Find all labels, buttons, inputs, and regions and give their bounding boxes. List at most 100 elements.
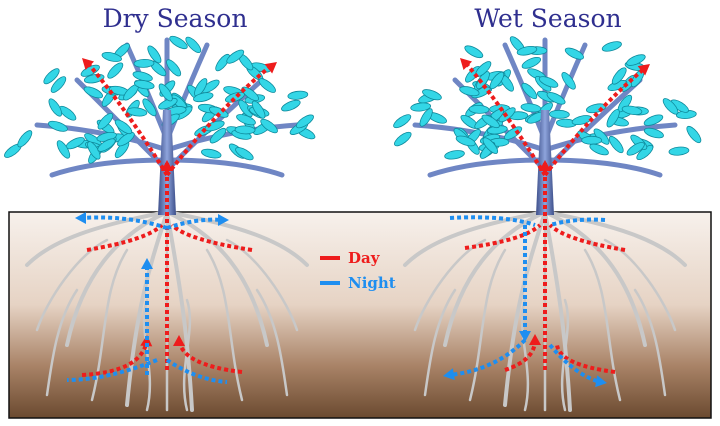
leaf [87,141,101,160]
root-line [182,298,192,412]
leaf [611,67,627,85]
leaf [117,132,135,147]
branch [164,157,285,178]
day-arrowhead [140,335,153,347]
night-arrowhead [443,368,455,381]
leaf [686,125,702,144]
leaf [169,35,188,50]
leaf [101,52,122,62]
leaf [606,109,620,128]
day-arrowhead [529,334,541,345]
leaf [97,113,114,130]
day-arrowhead [264,62,277,74]
night-arrowhead [595,375,607,388]
leaf [185,36,202,54]
leaf [393,114,412,129]
leaf [464,45,484,59]
leaf [50,76,67,93]
leaf [521,56,542,69]
leaf [158,83,173,102]
night-arrowhead [218,214,229,226]
leaf [589,143,609,156]
day-flow-right [543,66,647,177]
leaf [83,86,103,99]
root-line [65,210,169,347]
leaf [459,86,480,97]
root-line [543,210,572,412]
leaf [56,140,71,159]
root-line [633,288,667,397]
leaf [48,120,68,132]
day-flow-root-left [86,223,164,252]
root-line [543,210,687,267]
leaf [287,90,309,100]
leaf [107,62,124,79]
leaf [251,100,266,119]
leaf [422,89,442,101]
wet-season-tree [393,36,702,412]
night-flow-deep-right [548,343,601,384]
wet-season-title: Wet Season [474,4,621,33]
day-flow-right [165,63,274,177]
leaf [601,41,622,52]
legend: Day Night [320,249,396,292]
night-flow-left [81,215,168,230]
root-line [423,288,457,397]
day-flow-deep-right [555,344,616,374]
root-line [205,248,244,402]
day-flow-left [85,60,169,177]
dry-season-tree [4,35,316,412]
night-flow-deep-left [66,358,158,382]
night-flow-right [166,217,223,230]
leaf [158,97,178,110]
root-line [165,210,269,347]
branch [542,122,678,153]
leaf [215,53,230,72]
leaf [201,148,222,159]
night-flow-deep-right [165,358,228,384]
leaf [142,98,157,117]
leaf [43,68,60,85]
leaf [621,105,643,116]
night-arrowhead [141,258,153,269]
leaf [295,114,314,129]
leaf [520,103,542,113]
day-arrowhead [637,64,650,76]
leaf [476,71,490,90]
night-flow-deep-left [449,338,527,377]
leaf [48,98,63,117]
root-line [90,248,129,402]
leaf [234,125,256,135]
leaf [643,114,664,126]
root-line [403,210,547,267]
leaf [193,92,214,103]
leaf [226,49,245,64]
root-line [560,298,570,412]
root-line [45,288,79,397]
leaf [668,146,690,156]
day-flow-root-right [170,223,253,252]
leaf [482,137,499,154]
leaf [564,47,584,60]
leaf [561,72,576,90]
day-flow-root-right [548,223,626,252]
leaf [489,71,505,90]
leaf [608,135,624,154]
root-line [583,248,622,402]
leaf [546,92,566,105]
leaf [17,130,33,148]
root-line [255,288,289,397]
water-flow-arrows [443,58,650,388]
leaf [481,114,500,129]
legend-night-label: Night [348,274,396,292]
leaf [643,127,664,139]
leaf [281,99,301,112]
branch [542,157,663,178]
leaf [419,108,433,127]
branch [164,122,300,153]
leaf [468,104,490,114]
leaf [581,135,603,145]
leaf [394,131,412,147]
branch [49,157,170,178]
root-line [165,210,194,412]
